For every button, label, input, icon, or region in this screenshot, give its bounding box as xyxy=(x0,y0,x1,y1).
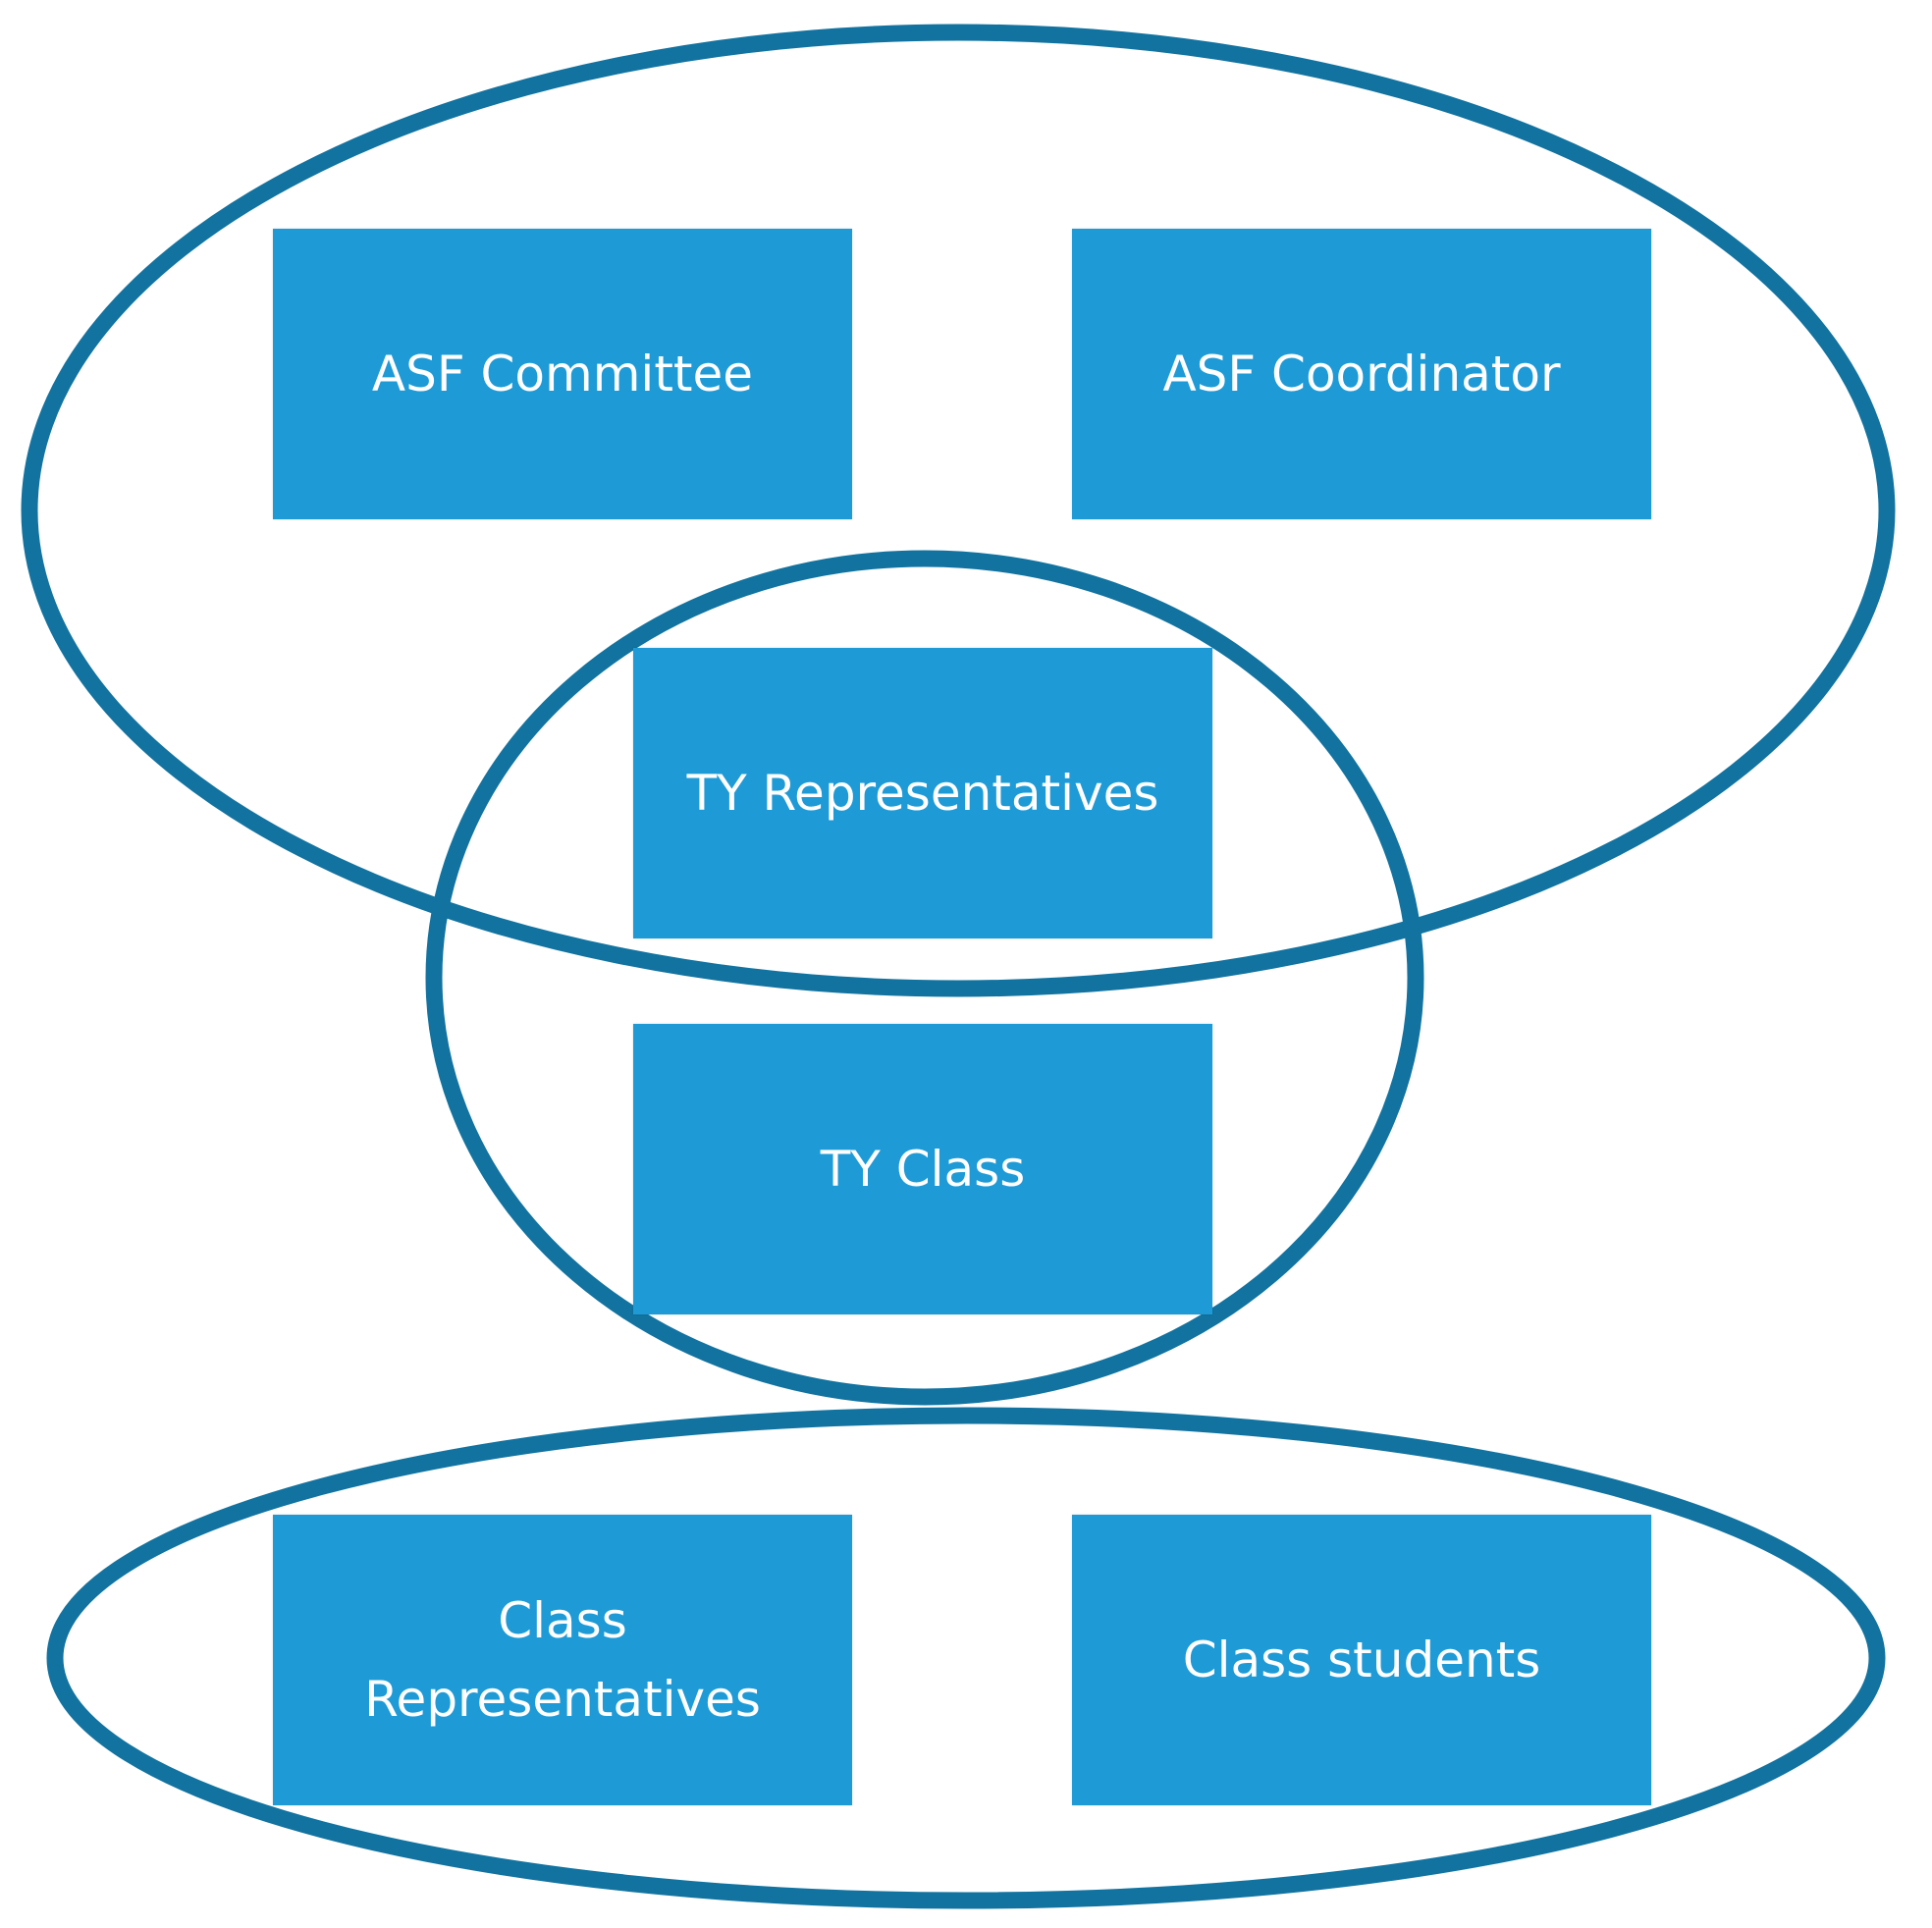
bottom-group-ellipse xyxy=(46,1407,1886,1909)
middle-group-circle xyxy=(425,550,1424,1406)
asf-committee-box: ASF Committee xyxy=(273,229,852,519)
class-representatives-box: Class Representatives xyxy=(273,1515,852,1805)
asf-coordinator-box: ASF Coordinator xyxy=(1072,229,1651,519)
ty-representatives-label: TY Representatives xyxy=(686,765,1159,822)
asf-committee-label: ASF Committee xyxy=(371,346,754,402)
class-students-box: Class students xyxy=(1072,1515,1651,1805)
class-representatives-label: Class Representatives xyxy=(364,1592,761,1728)
ty-representatives-box: TY Representatives xyxy=(633,648,1212,938)
asf-coordinator-label: ASF Coordinator xyxy=(1162,346,1561,402)
ty-class-box: TY Class xyxy=(633,1024,1212,1314)
ty-class-label: TY Class xyxy=(820,1141,1026,1198)
top-group-ellipse xyxy=(21,24,1896,997)
class-students-label: Class students xyxy=(1182,1632,1541,1688)
